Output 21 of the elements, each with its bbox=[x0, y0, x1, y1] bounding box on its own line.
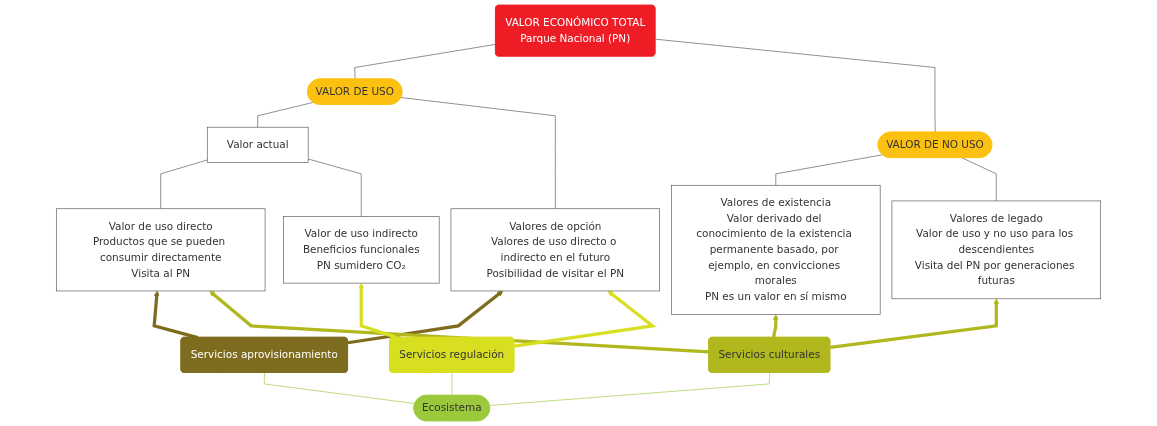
connector bbox=[655, 38, 936, 133]
connector bbox=[451, 372, 453, 396]
connector bbox=[400, 97, 556, 210]
arrow bbox=[771, 314, 779, 338]
node-box: Valores de opción Valores de uso directo o indirecto en el futuro Posibilidad de visitar el PN bbox=[450, 208, 660, 292]
arrow bbox=[514, 290, 657, 348]
node-box: Valores de existencia Valor derivado del conocimiento de la existencia permanente basado, por ejemplo, en convicciones morales PN es un valor en sí mismo bbox=[671, 184, 881, 315]
arrow bbox=[209, 290, 710, 354]
connector bbox=[489, 372, 770, 406]
node-box: Valores de legado Valor de uso y no uso para los descendientes Visita del PN por generaciones futuras bbox=[891, 200, 1101, 300]
arrow bbox=[347, 290, 504, 345]
connector bbox=[263, 372, 416, 404]
arrow bbox=[829, 298, 1000, 350]
connector bbox=[775, 154, 884, 186]
connector bbox=[354, 44, 497, 80]
node-box: Valor actual bbox=[206, 126, 309, 163]
connector bbox=[307, 158, 362, 217]
node-box: Valor de uso directo Productos que se pueden consumir directamente Visita al PN bbox=[56, 208, 266, 292]
arrow bbox=[358, 282, 398, 340]
node-box: Valor de uso indirecto Beneficios funcionales PN sumidero CO₂ bbox=[283, 216, 440, 284]
connector bbox=[257, 102, 314, 128]
